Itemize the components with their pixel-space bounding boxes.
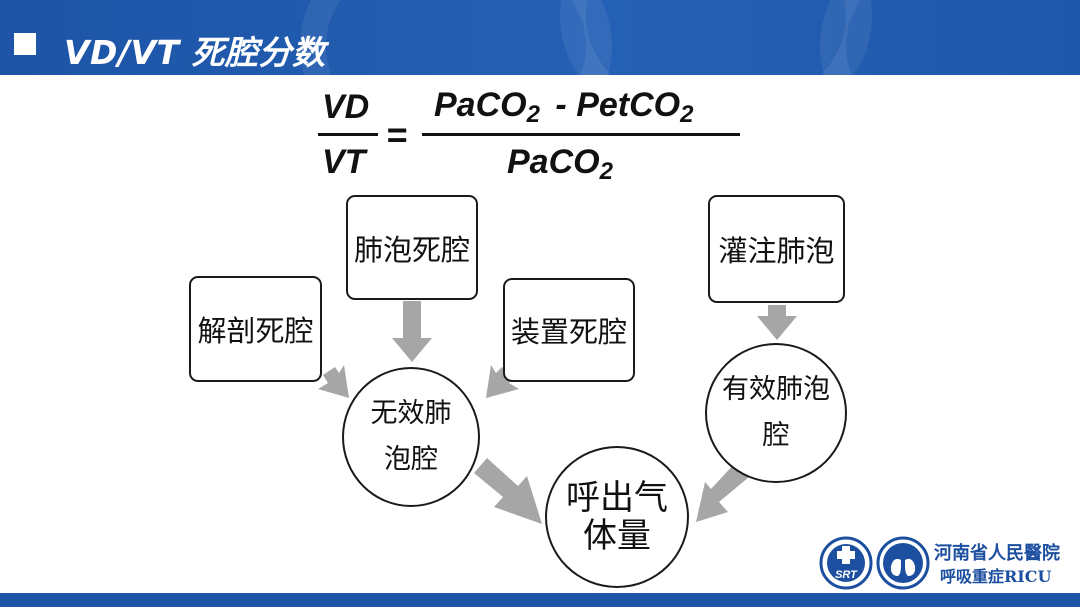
slide-title: VD/VT 死腔分数 xyxy=(64,33,326,72)
formula-numerator: PaCO2 - PetCO2 xyxy=(434,86,693,129)
circle-ineffective-line2: 泡腔 xyxy=(384,444,438,475)
arrow-anatomical-to-ineffective xyxy=(318,365,349,398)
box-perfused-alveoli: 灌注肺泡 xyxy=(708,195,845,303)
formula-denominator: PaCO2 xyxy=(507,143,613,185)
header-decoration xyxy=(820,0,1080,75)
formula-paco2: PaCO2 xyxy=(434,86,540,128)
circle-ineffective-line1: 无效肺 xyxy=(370,398,452,429)
footer-bar xyxy=(0,593,1080,607)
arrow-alveolar-to-ineffective xyxy=(392,301,432,362)
hospital-name: 河南省人民醫院 xyxy=(934,543,1060,564)
formula-minus: - xyxy=(555,86,567,124)
formula-vt: VT xyxy=(322,143,366,181)
title-bullet-square xyxy=(14,33,36,55)
circle-effective-line2: 腔 xyxy=(762,420,790,451)
circle-effective-alveolar-space: 有效肺泡 腔 xyxy=(705,343,847,483)
arrow-perfused-to-effective xyxy=(757,305,797,340)
circle-exhaled-line1: 呼出气 xyxy=(566,478,668,518)
srt-logo: SRT xyxy=(819,536,873,590)
box-alveolar-dead-space: 肺泡死腔 xyxy=(346,195,478,300)
arrow-ineffective-to-exhaled xyxy=(474,458,542,524)
fraction-line-left xyxy=(318,133,378,136)
department-name: 呼吸重症RICU xyxy=(940,567,1052,586)
circle-effective-line1: 有效肺泡 xyxy=(722,374,830,405)
box-anatomical-dead-space: 解剖死腔 xyxy=(189,276,322,382)
formula-equals: = xyxy=(386,114,408,155)
fraction-line-right xyxy=(422,133,740,136)
title-bar: VD/VT 死腔分数 xyxy=(0,0,1080,75)
circle-exhaled-line2: 体量 xyxy=(583,516,651,556)
formula-petco2: PetCO2 xyxy=(576,86,694,128)
lung-icon xyxy=(876,536,930,590)
arrow-effective-to-exhaled xyxy=(696,462,749,522)
box-apparatus-dead-space: 装置死腔 xyxy=(503,278,635,382)
circle-ineffective-alveolar-space: 无效肺 泡腔 xyxy=(342,367,480,507)
circle-exhaled-volume: 呼出气 体量 xyxy=(545,446,689,588)
svg-text:SRT: SRT xyxy=(835,569,858,581)
formula-vd: VD xyxy=(322,88,370,126)
